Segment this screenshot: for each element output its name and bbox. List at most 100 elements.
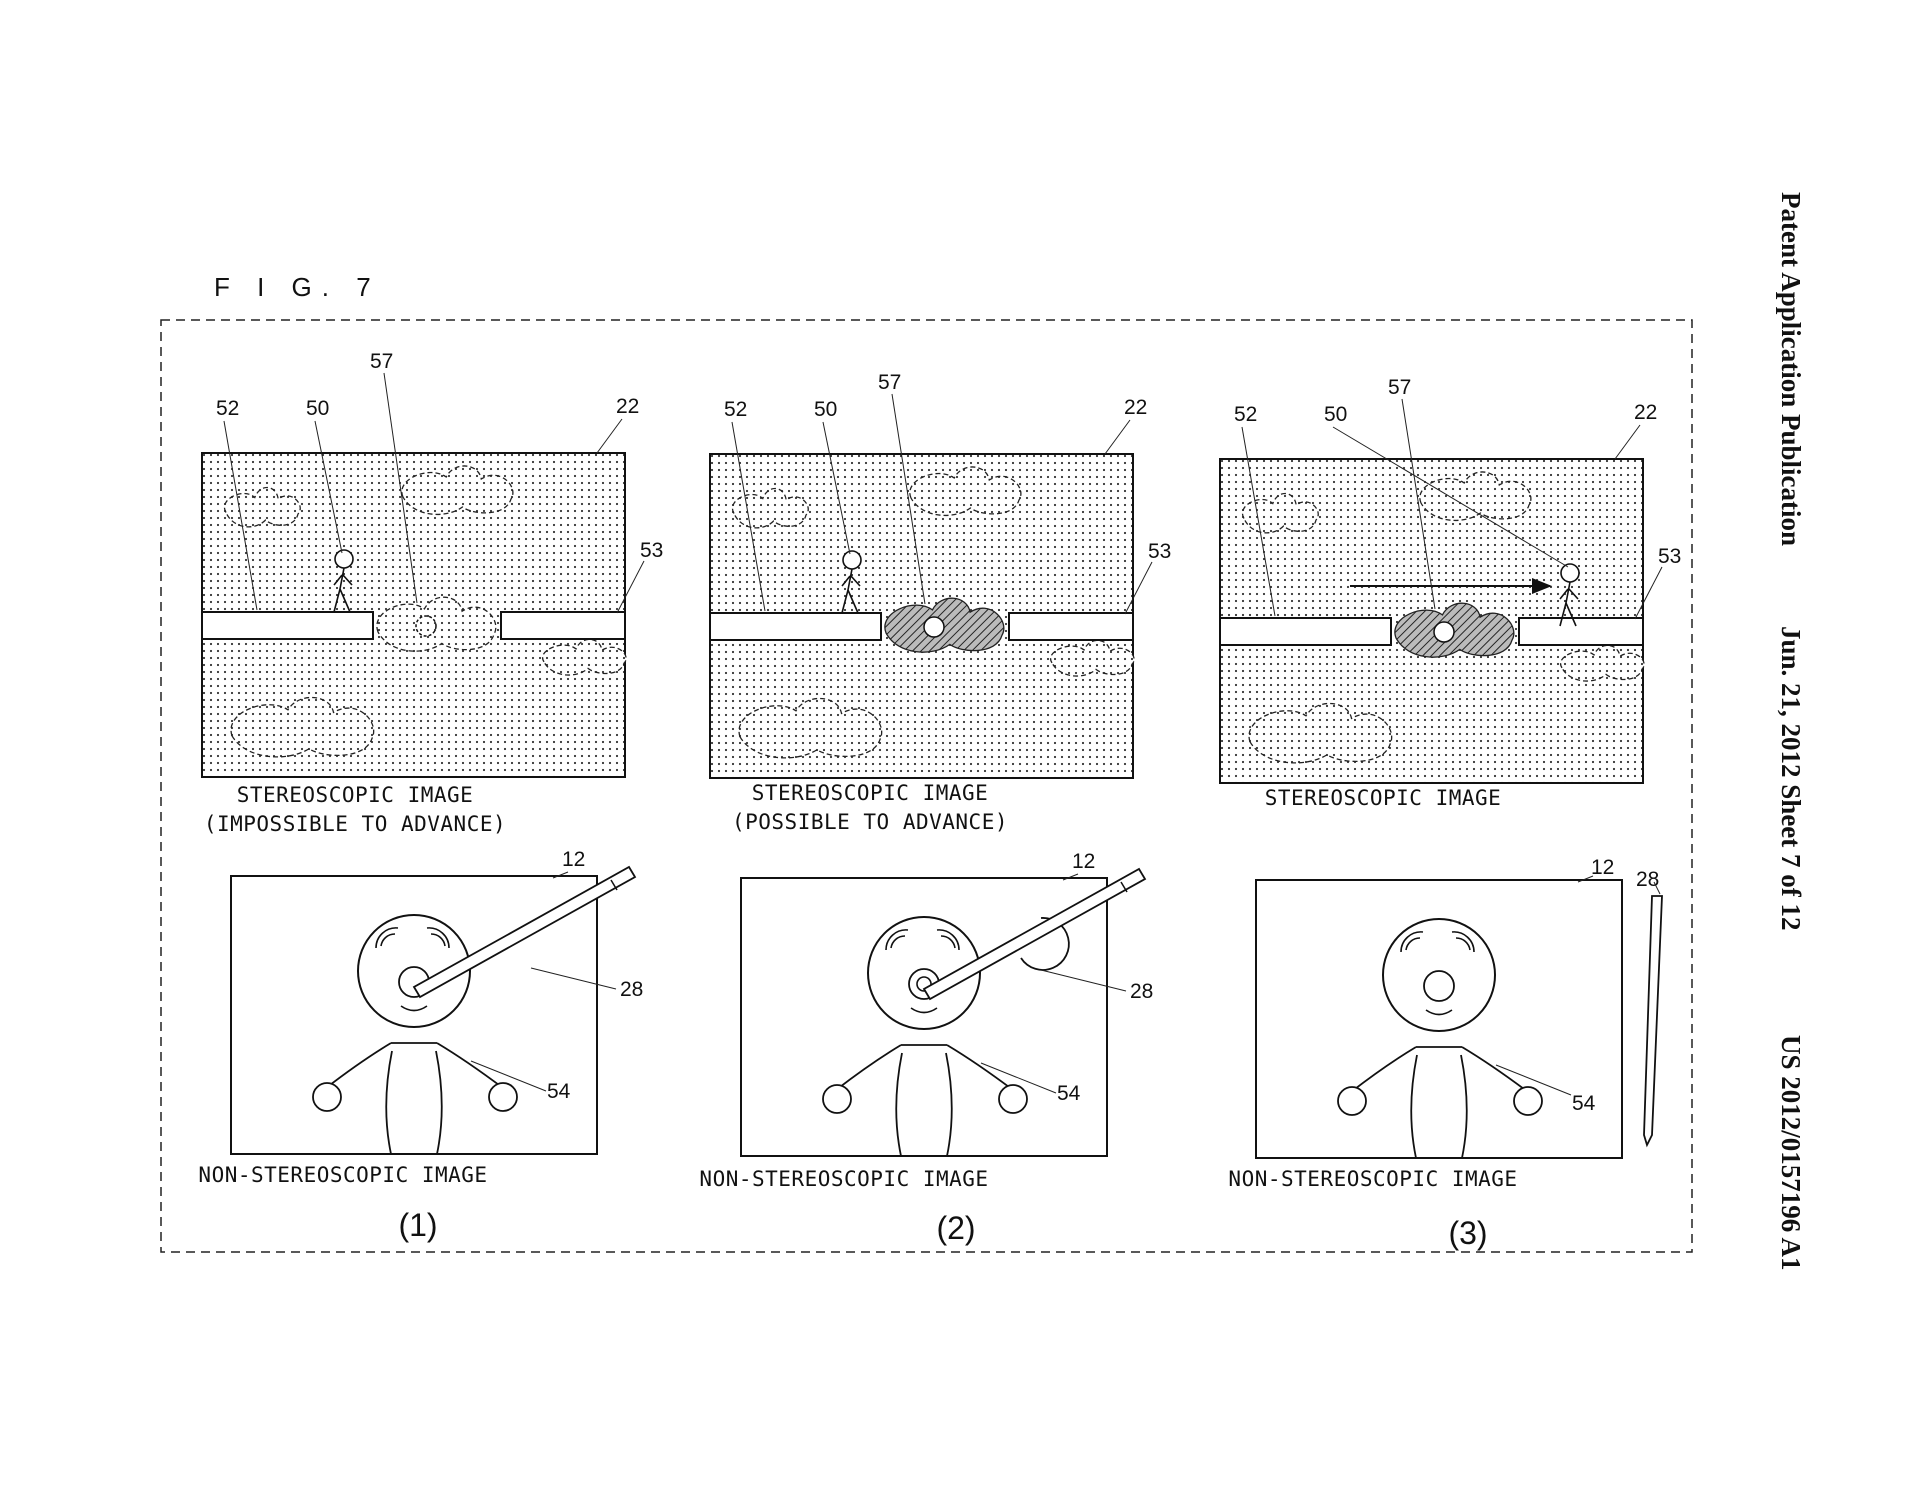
leader-line — [1062, 873, 1079, 881]
non-stereo-caption: NON-STEREOSCOPIC IMAGE — [699, 1167, 988, 1191]
panel-number: (3) — [1448, 1215, 1487, 1251]
reference-numeral-22: 22 — [1124, 396, 1147, 419]
leader-line — [552, 871, 569, 879]
stylus-28 — [412, 865, 637, 999]
figure-frame — [160, 319, 1693, 1253]
background-cloud — [1241, 492, 1319, 534]
figure-left-hand — [1337, 1086, 1367, 1116]
leader-line — [1241, 426, 1276, 617]
leader-line — [1332, 426, 1569, 568]
target-circle — [415, 615, 437, 637]
leader-line — [616, 560, 645, 614]
character-body — [1559, 581, 1579, 627]
header-date-sheet: Jun. 21, 2012 Sheet 7 of 12 — [1776, 626, 1806, 931]
figure-left-hand — [312, 1082, 342, 1112]
reference-numeral-57: 57 — [1388, 376, 1411, 399]
stereo-caption: STEREOSCOPIC IMAGE (IMPOSSIBLE TO ADVANCE… — [204, 783, 506, 836]
reference-numeral-50: 50 — [306, 397, 329, 420]
figure-eyes — [885, 929, 960, 951]
header-patent-number: US 2012/0157196 A1 — [1776, 1035, 1806, 1271]
stereo-caption-line: STEREOSCOPIC IMAGE — [237, 783, 474, 807]
platform-right — [500, 611, 626, 640]
stylus-band — [610, 879, 618, 891]
character-head — [842, 550, 862, 570]
stereo-caption-line: (IMPOSSIBLE TO ADVANCE) — [204, 812, 506, 836]
stereo-caption: STEREOSCOPIC IMAGE(POSSIBLE TO ADVANCE) — [732, 781, 1008, 834]
panel-number: (2) — [936, 1210, 975, 1246]
panel-number: (1) — [398, 1207, 437, 1243]
stereoscopic-image-panel-3: 52 50 57 22 53 — [1219, 376, 1681, 784]
reference-numeral-57: 57 — [878, 371, 901, 394]
reference-numeral-52: 52 — [724, 398, 747, 421]
non-stereo-caption: NON-STEREOSCOPIC IMAGE — [198, 1163, 487, 1187]
character-body — [841, 568, 861, 614]
reference-numeral-12: 12 — [1072, 850, 1095, 873]
stereo-caption-line: (POSSIBLE TO ADVANCE) — [732, 810, 1008, 834]
leader-line — [731, 421, 766, 612]
platform-left — [1219, 617, 1392, 646]
figure-body — [835, 1044, 1014, 1157]
leader-line — [1614, 424, 1641, 460]
figure-nose-button — [1423, 970, 1455, 1002]
reference-numeral-22: 22 — [616, 395, 639, 418]
leader-line — [1577, 875, 1594, 883]
reference-numeral-57: 57 — [370, 350, 393, 373]
background-cloud — [909, 466, 1022, 517]
platform-left — [709, 612, 882, 641]
figure-body — [1350, 1046, 1529, 1159]
leader-line — [314, 420, 343, 554]
leader-line — [1040, 969, 1127, 992]
stylus-band — [1120, 881, 1128, 893]
leader-line — [1653, 881, 1661, 895]
leader-line — [1401, 398, 1436, 610]
background-cloud — [1049, 639, 1135, 677]
reference-numeral-12: 12 — [1591, 856, 1614, 879]
figure-body — [325, 1042, 504, 1155]
figure-mouth — [400, 1005, 428, 1012]
reference-numeral-50: 50 — [814, 398, 837, 421]
figure-right-hand — [1513, 1086, 1543, 1116]
stylus-28 — [1643, 895, 1663, 1148]
character-body — [333, 567, 353, 613]
player-character — [333, 549, 354, 613]
background-cloud — [223, 486, 301, 528]
leader-line — [530, 967, 617, 990]
leader-line — [1495, 1064, 1572, 1096]
reference-numeral-22: 22 — [1634, 401, 1657, 424]
background-cloud — [1248, 702, 1393, 764]
leader-line — [822, 421, 851, 555]
platform-right — [1518, 617, 1644, 646]
leader-line — [596, 418, 623, 454]
character-head — [1560, 563, 1580, 583]
header-block: Patent Application Publication Jun. 21, … — [1776, 192, 1806, 1271]
leader-line — [383, 372, 418, 604]
background-cloud — [230, 696, 375, 758]
reference-numeral-53: 53 — [640, 539, 663, 562]
platform-right — [1008, 612, 1134, 641]
reference-numeral-52: 52 — [1234, 403, 1257, 426]
platform-left — [201, 611, 374, 640]
character-figure-54 — [1337, 918, 1543, 1159]
background-cloud — [1419, 471, 1532, 522]
stereoscopic-image-panel-2: 52 50 57 22 53 — [709, 371, 1171, 779]
figure-right-hand — [998, 1084, 1028, 1114]
figure-mouth — [1425, 1009, 1453, 1016]
target-circle — [923, 616, 945, 638]
stereo-caption: STEREOSCOPIC IMAGE — [1265, 786, 1502, 810]
character-head — [334, 549, 354, 569]
leader-line — [1634, 566, 1663, 620]
reference-numeral-53: 53 — [1658, 545, 1681, 568]
reference-numeral-53: 53 — [1148, 540, 1171, 563]
reference-numeral-54: 54 — [547, 1080, 571, 1103]
stereo-caption-line: STEREOSCOPIC IMAGE — [1265, 786, 1502, 810]
leader-line — [470, 1060, 547, 1092]
header-publication: Patent Application Publication — [1776, 192, 1806, 546]
leader-line — [980, 1062, 1057, 1094]
reference-numeral-50: 50 — [1324, 403, 1347, 426]
